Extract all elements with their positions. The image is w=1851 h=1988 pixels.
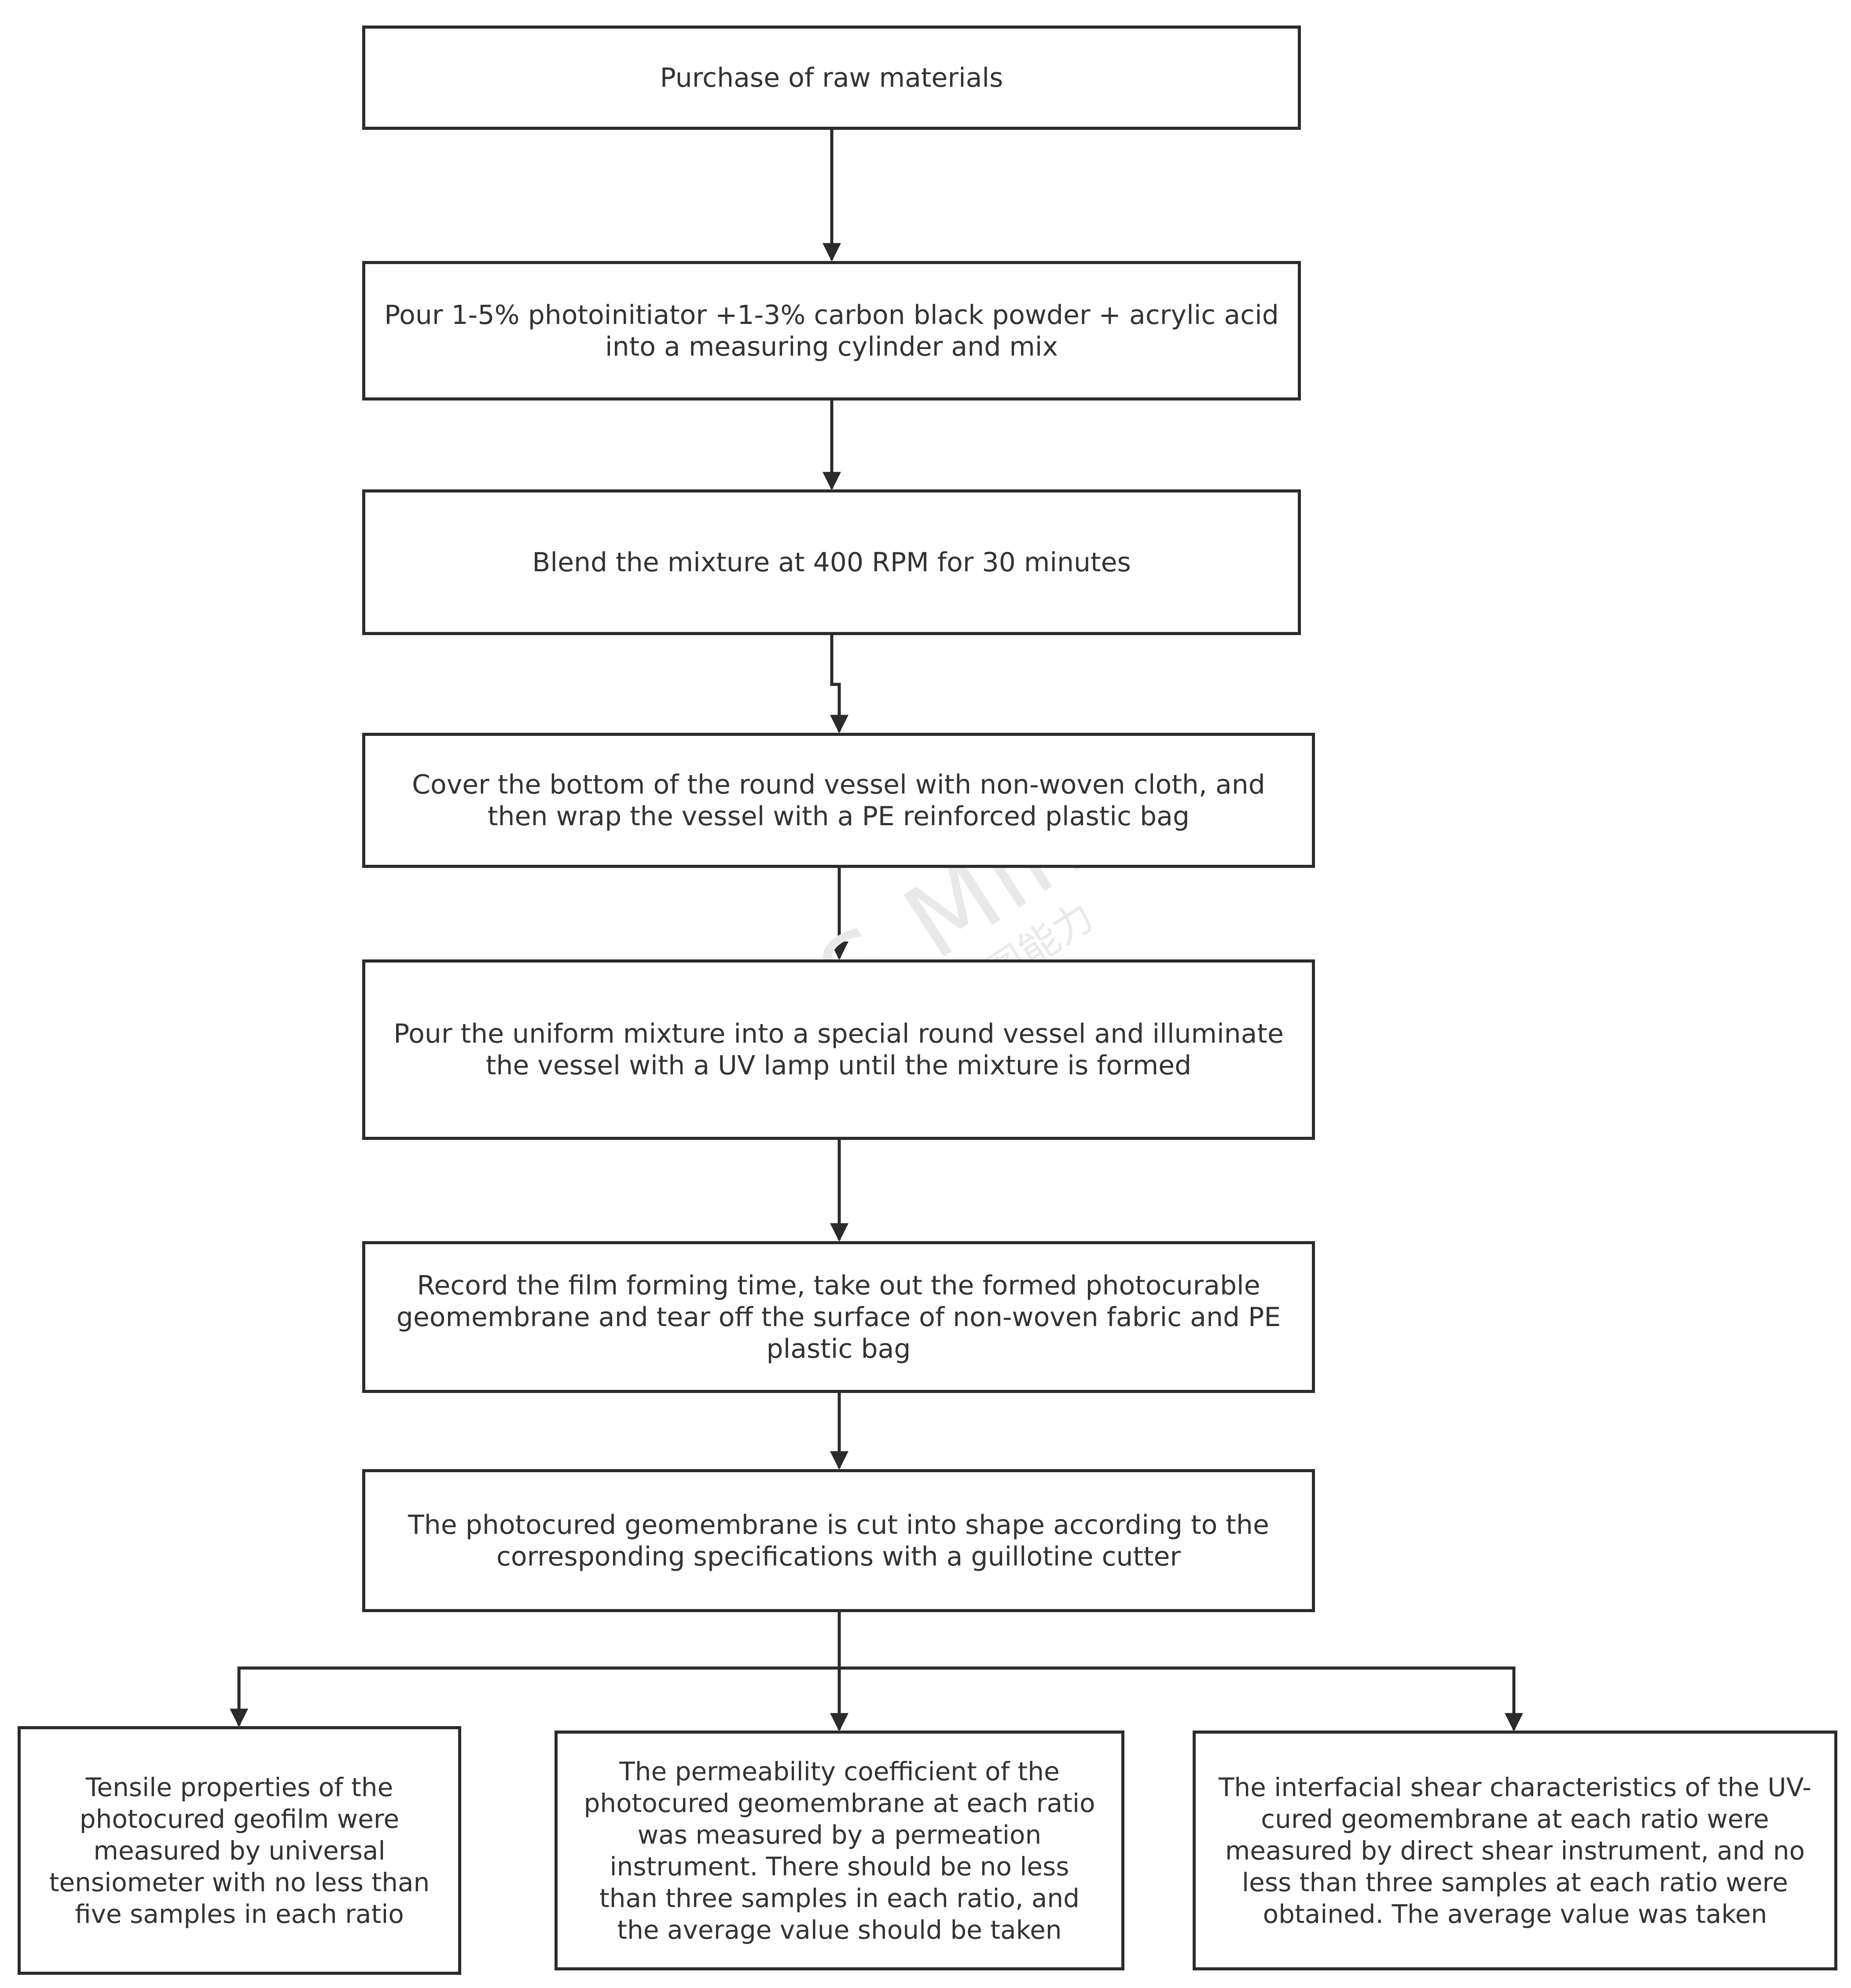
test-interfacial-shear: The interfacial shear characteristics of… <box>1193 1731 1837 1970</box>
step-cover-vessel: Cover the bottom of the round vessel wit… <box>362 733 1315 868</box>
edge-n7-n8 <box>230 1666 839 1727</box>
test-text: Tensile properties of the photocured geo… <box>49 1772 430 1929</box>
edge-n3-n4 <box>830 635 848 734</box>
step-text: Blend the mixture at 400 RPM for 30 minu… <box>532 547 1131 578</box>
step-text: Cover the bottom of the round vessel wit… <box>412 769 1265 832</box>
test-text: The interfacial shear characteristics of… <box>1218 1772 1812 1929</box>
step-text: The photocured geomembrane is cut into s… <box>408 1509 1269 1572</box>
test-tensile-properties: Tensile properties of the photocured geo… <box>18 1726 461 1975</box>
test-text: The permeability coefficient of the phot… <box>584 1756 1095 1945</box>
step-text: Pour the uniform mixture into a special … <box>393 1018 1284 1081</box>
step-text: Purchase of raw materials <box>660 62 1003 93</box>
step-purchase-raw-materials: Purchase of raw materials <box>362 26 1301 130</box>
step-uv-illuminate: Pour the uniform mixture into a special … <box>362 959 1315 1140</box>
step-text: Record the film forming time, take out t… <box>396 1270 1281 1364</box>
step-blend-mixture: Blend the mixture at 400 RPM for 30 minu… <box>362 489 1301 635</box>
step-pour-and-mix: Pour 1-5% photoinitiator +1-3% carbon bl… <box>362 261 1301 401</box>
edge-n7-n10 <box>839 1666 1523 1732</box>
step-text: Pour 1-5% photoinitiator +1-3% carbon bl… <box>384 299 1279 362</box>
test-permeability: The permeability coefficient of the phot… <box>555 1731 1124 1970</box>
step-record-forming-time: Record the film forming time, take out t… <box>362 1241 1315 1393</box>
step-cut-into-shape: The photocured geomembrane is cut into s… <box>362 1469 1315 1612</box>
